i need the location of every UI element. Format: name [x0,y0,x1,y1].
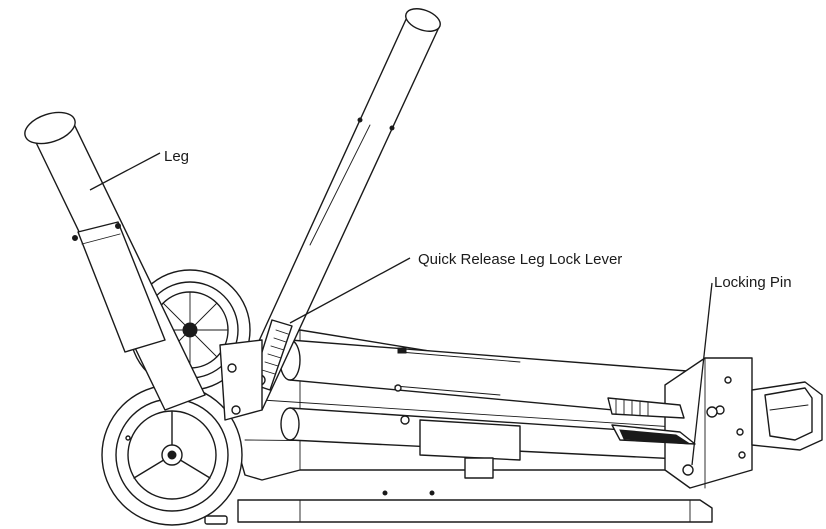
leader-leg [89,152,161,191]
leader-locking-pin [691,282,713,466]
rear-plate [664,357,753,489]
front-wheel [101,384,243,526]
base-frame [204,490,713,525]
saddle [751,381,823,451]
release-mechanism [607,397,718,445]
pivot-bracket [219,339,263,421]
label-leg: Leg [164,148,189,165]
label-locking-pin: Locking Pin [714,274,792,291]
lower-cylinder [280,407,701,479]
leg-left [24,111,206,411]
label-quick-release-leg-lock-lever: Quick Release Leg Lock Lever [418,251,622,268]
callout-leaders [89,152,713,466]
leader-quick-release [289,257,411,324]
lift-arm [279,339,713,419]
